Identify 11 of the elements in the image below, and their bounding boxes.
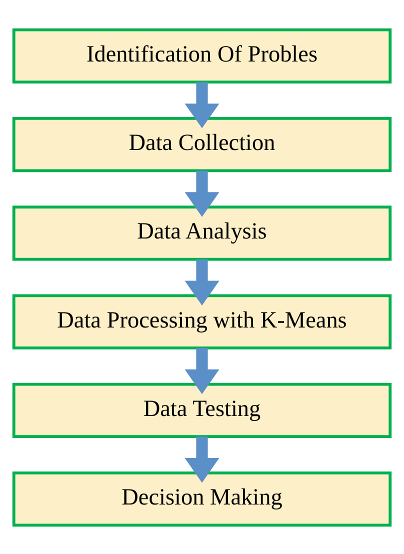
arrow [184,258,220,305]
node-box: Data Analysis [12,205,392,260]
node-box: Data Collection [12,116,392,172]
node-box: Identification Of Probles [12,28,392,84]
node-box: Data Processing with K-Means [12,294,392,349]
node-box: Data Testing [12,382,392,438]
arrow [184,170,220,216]
arrow [184,348,220,394]
arrow [184,82,220,128]
arrow [184,436,220,482]
node-box: Decision Making [12,470,392,526]
